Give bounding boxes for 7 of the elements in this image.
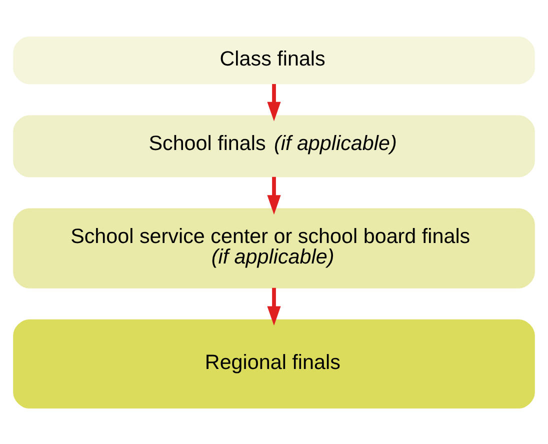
node-box: School finals (if applicable) [13, 114, 535, 177]
node-box: School service center or school board finals (if applicable) [13, 208, 535, 288]
arrow [267, 176, 281, 214]
node-box: Class finals [13, 36, 535, 84]
node-box: Regional finals [13, 318, 535, 408]
arrow [267, 287, 281, 326]
arrow [267, 84, 281, 121]
